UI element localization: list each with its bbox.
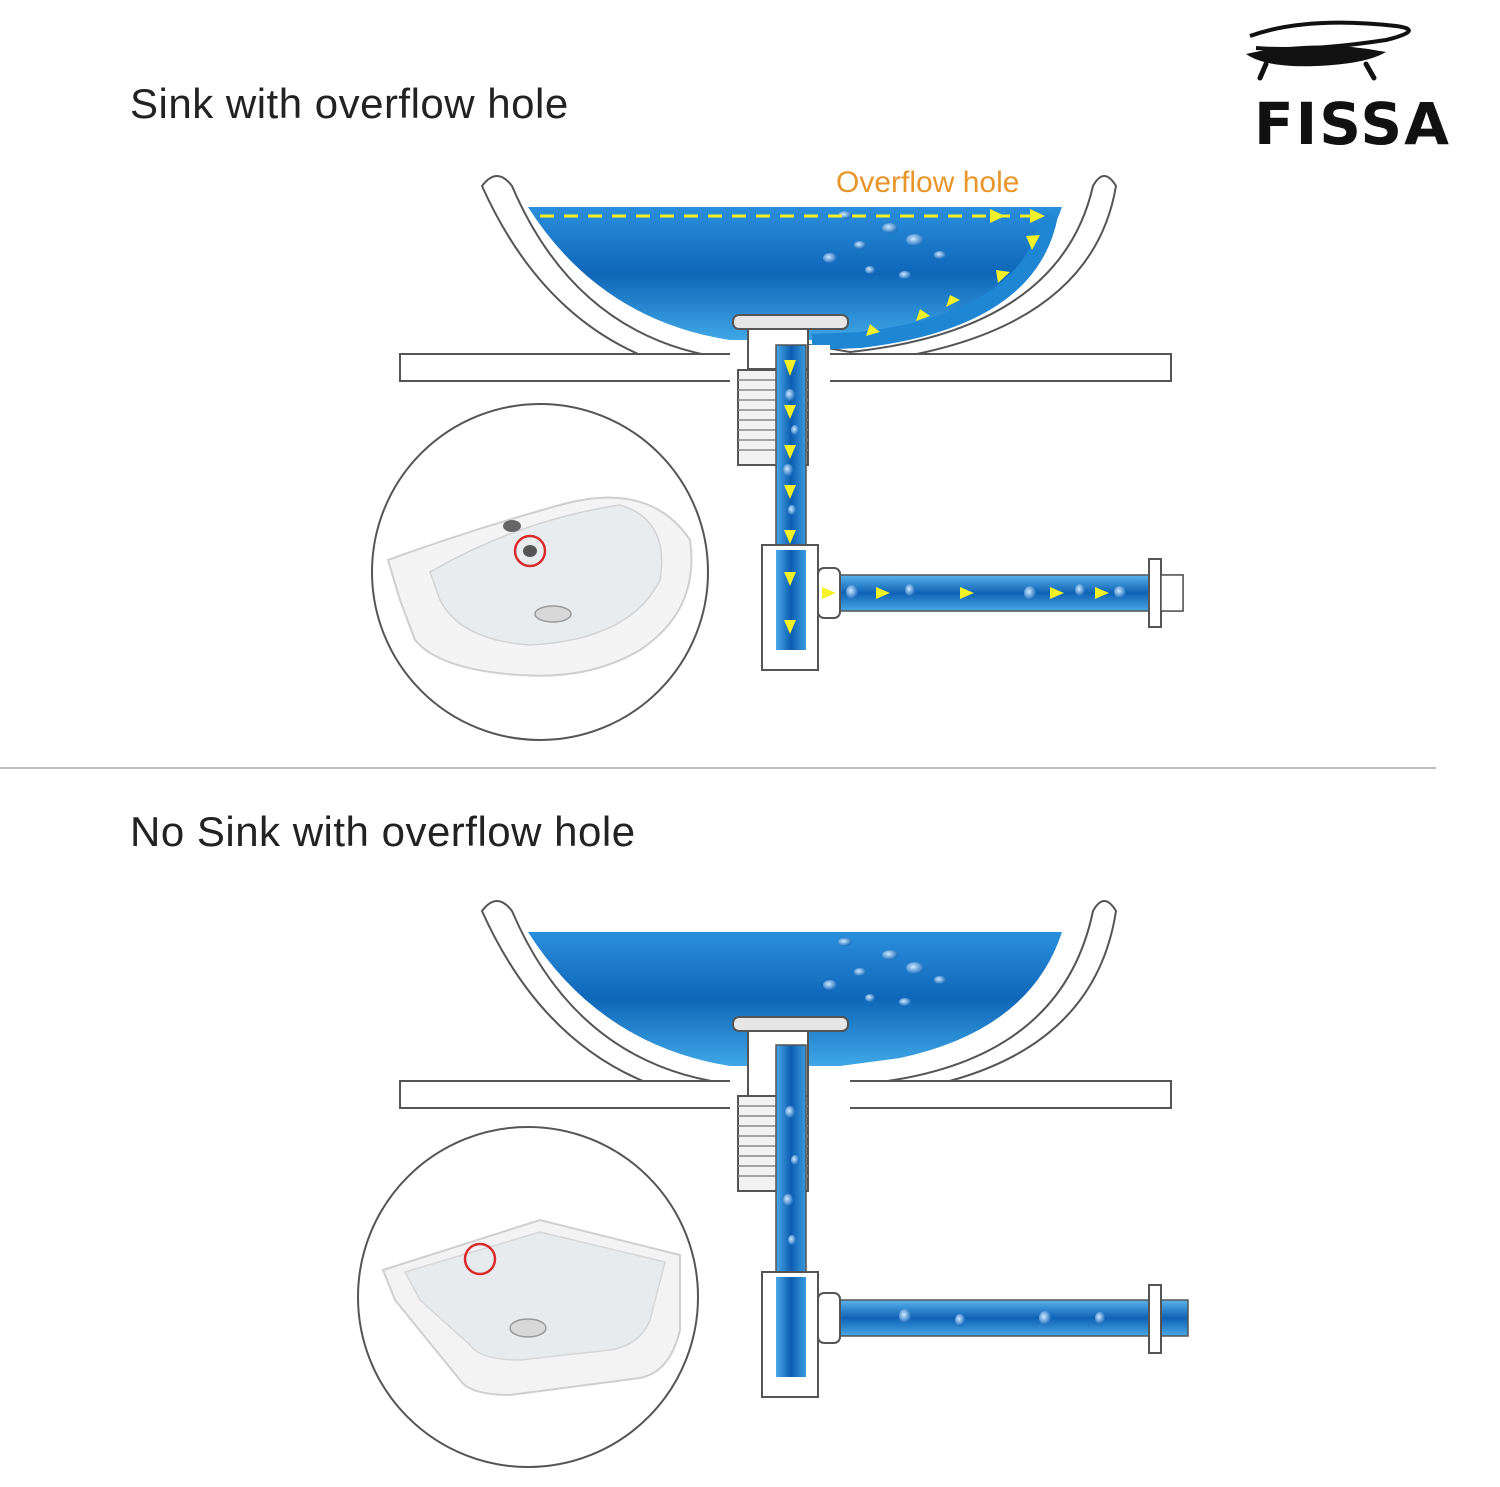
horizontal-pipe	[818, 575, 1183, 611]
diagram-no-overflow	[358, 901, 1188, 1467]
diagram-with-overflow	[372, 176, 1183, 740]
drain-cap-2	[733, 1017, 848, 1031]
drain-cap	[733, 315, 848, 329]
horizontal-pipe-2	[818, 1300, 1188, 1336]
